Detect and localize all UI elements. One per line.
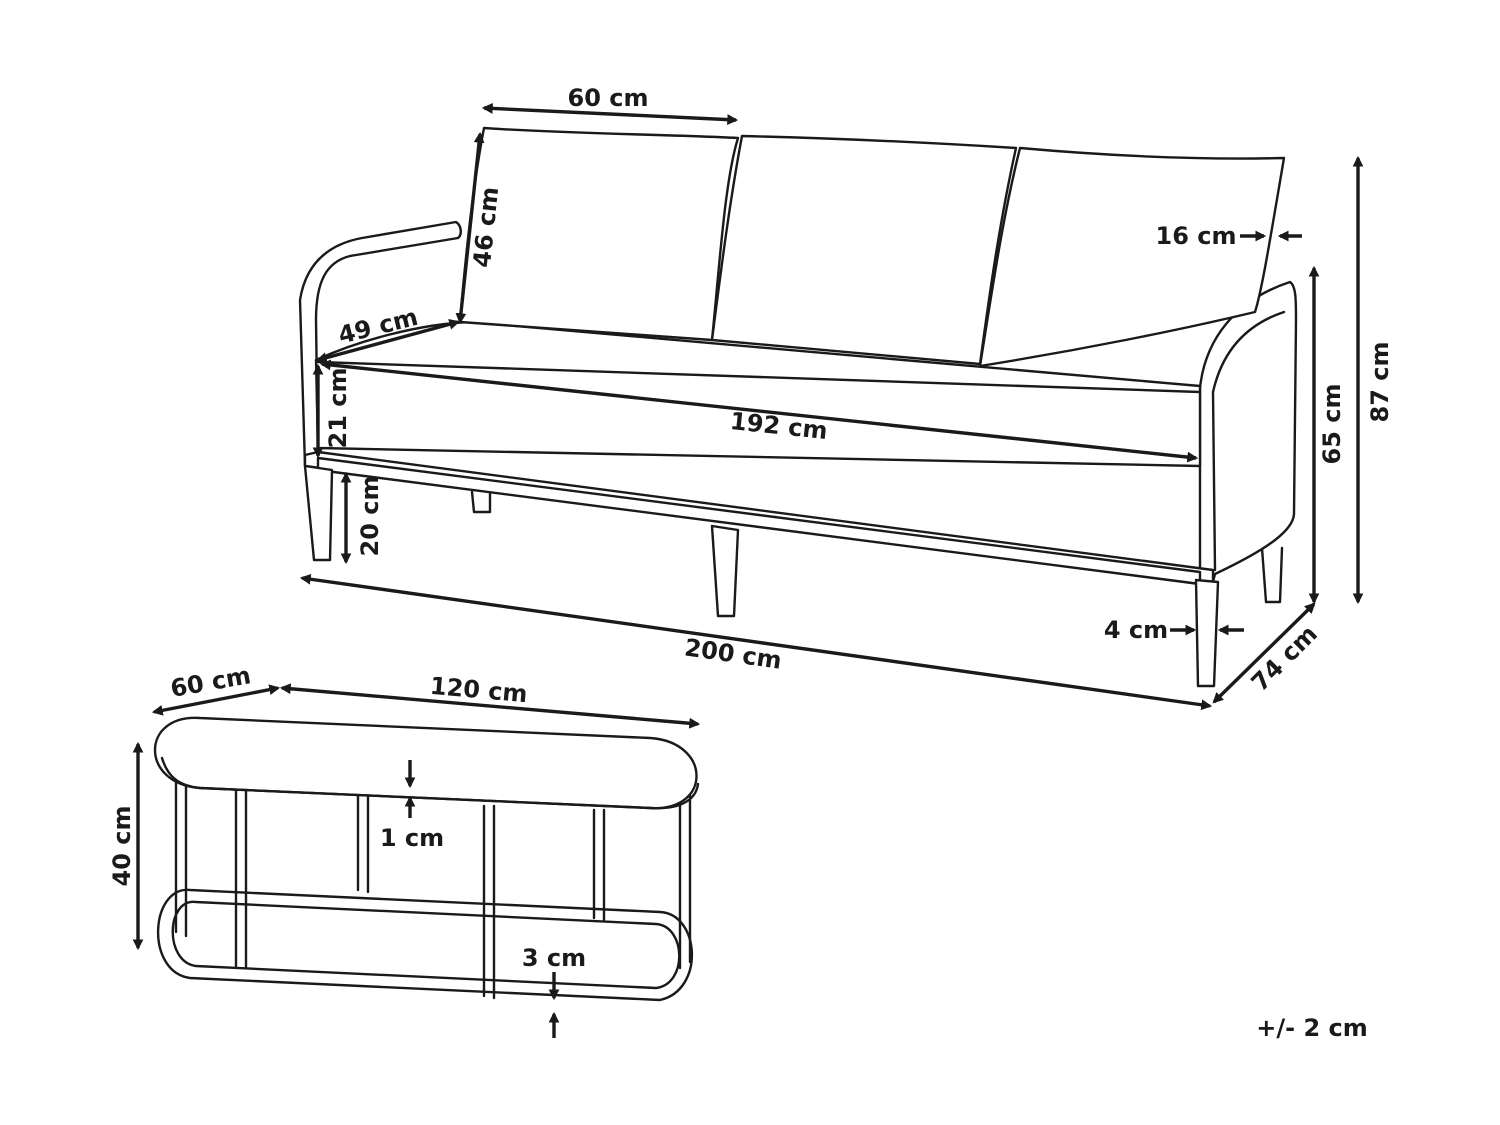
sofa-back-leg-left <box>470 490 492 514</box>
sofa-back-leg-right <box>1260 546 1284 604</box>
table-leg <box>592 808 606 922</box>
sofa-front-leg-middle <box>710 524 740 618</box>
arrow-sofa-depth <box>1212 602 1316 704</box>
sofa-drawing <box>298 126 1298 688</box>
label-sofa-width: 200 cm <box>683 633 784 674</box>
arrow-table-width <box>279 683 701 729</box>
label-table-height: 40 cm <box>108 806 136 887</box>
sofa-front-leg-right <box>1194 578 1220 688</box>
label-leg-height: 20 cm <box>356 476 384 557</box>
sofa-right-arm <box>1198 280 1298 584</box>
dimension-arrows <box>132 102 1364 1038</box>
label-arm-height: 65 cm <box>1318 384 1346 465</box>
label-sofa-height: 87 cm <box>1366 342 1394 423</box>
label-cushion-thickness: 16 cm <box>1156 222 1237 250</box>
table-leg <box>482 804 496 1000</box>
coffee-table-drawing <box>153 716 700 1002</box>
sofa-front-leg-left <box>303 464 334 562</box>
arrow-sofa-width <box>299 573 1213 711</box>
table-leg <box>356 794 370 894</box>
sofa-base-front <box>316 456 1202 586</box>
label-arm-width: 4 cm <box>1104 616 1168 644</box>
label-cushion-seat-height: 21 cm <box>324 368 352 449</box>
arrow-inner-width <box>319 359 1199 463</box>
label-base-height: 3 cm <box>522 944 586 972</box>
back-cushion-right <box>978 146 1286 368</box>
table-leg <box>678 790 692 970</box>
back-cushion-left <box>458 126 740 342</box>
tolerance-note: +/- 2 cm <box>1256 1014 1367 1042</box>
arrow-cushion-width <box>481 102 739 126</box>
arrow-table-depth <box>151 684 281 716</box>
back-cushion-middle <box>710 134 1018 366</box>
table-bottom-ring <box>156 888 694 1002</box>
label-top-thickness: 1 cm <box>380 824 444 852</box>
arrow-seat-depth <box>315 319 461 363</box>
arrow-cushion-height <box>455 131 485 325</box>
table-leg <box>174 766 188 938</box>
table-leg <box>234 778 248 970</box>
label-cushion-width: 60 cm <box>568 84 649 112</box>
